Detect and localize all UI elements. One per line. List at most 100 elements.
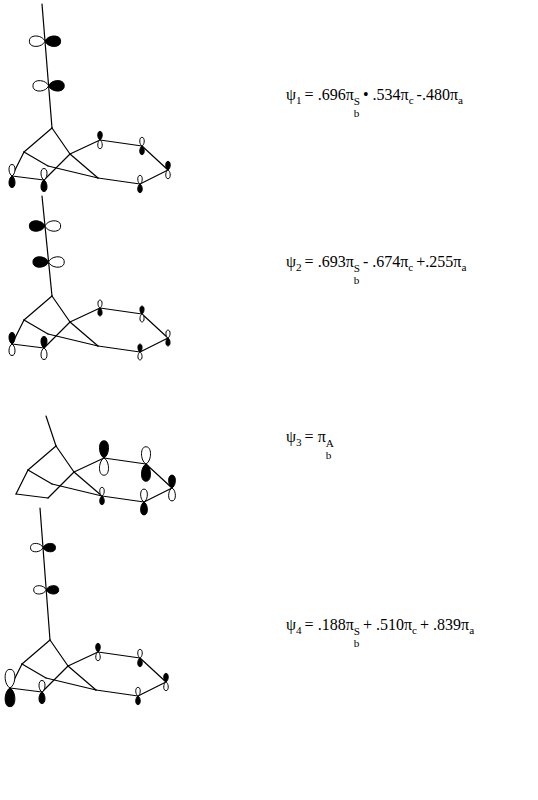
equation-term: + .839π bbox=[420, 616, 469, 633]
orbital-lobe bbox=[100, 496, 105, 505]
bond-line bbox=[70, 154, 98, 178]
orbital-lobe bbox=[9, 344, 15, 355]
orbital-lobe bbox=[140, 137, 145, 146]
bond-line bbox=[48, 472, 74, 498]
exocyclic-bond bbox=[42, 4, 52, 128]
orbital-lobe bbox=[136, 687, 141, 696]
index-stack: Sb bbox=[354, 263, 360, 287]
orbital-equation: ψ2= .693πSb- .674πc+.255πa bbox=[286, 254, 466, 287]
orbital-lobe bbox=[29, 221, 45, 232]
orbital-lobe bbox=[5, 688, 15, 707]
bond-line bbox=[68, 666, 96, 690]
subscript: a bbox=[461, 261, 466, 273]
orbital-lobe bbox=[98, 300, 102, 308]
orbital-lobe bbox=[41, 169, 47, 180]
equation-term: = .696π bbox=[305, 86, 354, 103]
bond-line bbox=[140, 338, 168, 352]
bond-line bbox=[44, 154, 70, 180]
equation-term: ψ bbox=[286, 616, 296, 633]
orbital-lobe bbox=[29, 36, 45, 47]
orbital-lobe bbox=[96, 652, 101, 661]
orbital-lobe bbox=[33, 81, 49, 92]
bond-line bbox=[24, 152, 48, 166]
orbital-lobe bbox=[141, 489, 148, 502]
bond-line bbox=[52, 128, 70, 154]
index-stack: Sb bbox=[354, 96, 360, 120]
equation-term: • .534π bbox=[363, 86, 409, 103]
bond-line bbox=[70, 140, 100, 154]
exocyclic-bond bbox=[46, 416, 56, 446]
orbital-lobe bbox=[166, 338, 170, 346]
subscript: c bbox=[412, 624, 417, 636]
equation-term: = .188π bbox=[305, 616, 354, 633]
bond-line bbox=[104, 458, 146, 464]
superscript: S bbox=[354, 263, 360, 275]
bond-line bbox=[138, 682, 166, 696]
orbital-lobe bbox=[98, 140, 103, 149]
orbital-lobe bbox=[142, 447, 151, 464]
bond-line bbox=[50, 640, 68, 666]
superscript: A bbox=[326, 438, 334, 450]
orbital-lobe bbox=[41, 337, 47, 348]
orbital-lobe bbox=[33, 257, 49, 268]
bond-line bbox=[74, 472, 102, 496]
bond-line bbox=[100, 140, 142, 146]
bond-line bbox=[68, 652, 98, 666]
orbital-lobe bbox=[39, 681, 45, 692]
subscript: 4 bbox=[296, 624, 302, 636]
orbital-lobe bbox=[138, 658, 143, 667]
bond-line bbox=[52, 296, 70, 322]
orbital-lobe bbox=[41, 180, 47, 191]
orbital-equation: ψ4= .188πSb+ .510πc+ .839πa bbox=[286, 617, 474, 650]
orbital-lobe bbox=[41, 348, 47, 359]
bond-line bbox=[10, 688, 42, 692]
bond-line bbox=[142, 314, 168, 338]
orbital-lobe bbox=[45, 36, 61, 47]
bond-line bbox=[140, 170, 168, 184]
bond-line bbox=[100, 308, 142, 314]
orbital-lobe bbox=[98, 131, 103, 140]
bond-line bbox=[42, 666, 68, 692]
orbital-lobe bbox=[31, 543, 43, 551]
bond-line bbox=[56, 446, 74, 472]
index-stack: Ab bbox=[326, 438, 334, 462]
subscript: 2 bbox=[296, 261, 302, 273]
orbital-lobe bbox=[9, 165, 15, 176]
orbital-lobe bbox=[169, 488, 176, 501]
orbital-lobe bbox=[164, 673, 169, 682]
orbital-lobe bbox=[140, 146, 145, 155]
bond-line bbox=[70, 308, 100, 322]
superscript: b bbox=[354, 275, 360, 287]
orbital-lobe bbox=[166, 161, 171, 170]
bond-line bbox=[98, 178, 140, 184]
orbital-lobe bbox=[169, 475, 176, 488]
orbital-lobe bbox=[34, 586, 46, 594]
bond-line bbox=[96, 690, 138, 696]
orbital-lobe bbox=[49, 81, 65, 92]
orbital-lobe bbox=[142, 464, 151, 481]
orbital-lobe bbox=[9, 176, 15, 187]
superscript: b bbox=[354, 638, 360, 650]
bond-line bbox=[142, 146, 168, 170]
orbital-lobe bbox=[9, 333, 15, 344]
superscript: b bbox=[326, 450, 332, 462]
orbital-lobe bbox=[140, 306, 144, 314]
equation-term: ψ bbox=[286, 253, 296, 270]
bond-line bbox=[22, 664, 46, 678]
orbital-lobe bbox=[100, 441, 109, 458]
orbital-lobe bbox=[100, 487, 105, 496]
equation-term: ψ bbox=[286, 428, 296, 445]
orbital-lobe bbox=[39, 692, 45, 703]
equation-term: - .674π bbox=[363, 253, 408, 270]
orbital-lobe bbox=[138, 175, 143, 184]
orbital-lobe bbox=[138, 352, 142, 360]
orbital-lobe bbox=[49, 257, 65, 268]
index-stack: Sb bbox=[354, 626, 360, 650]
bond-line bbox=[98, 652, 140, 658]
subscript: c bbox=[408, 261, 413, 273]
bond-line bbox=[44, 322, 70, 348]
bond-line bbox=[22, 640, 50, 664]
orbital-equation: ψ3= πAb bbox=[286, 429, 334, 462]
orbital-lobe bbox=[45, 221, 61, 232]
bond-line bbox=[24, 296, 52, 320]
